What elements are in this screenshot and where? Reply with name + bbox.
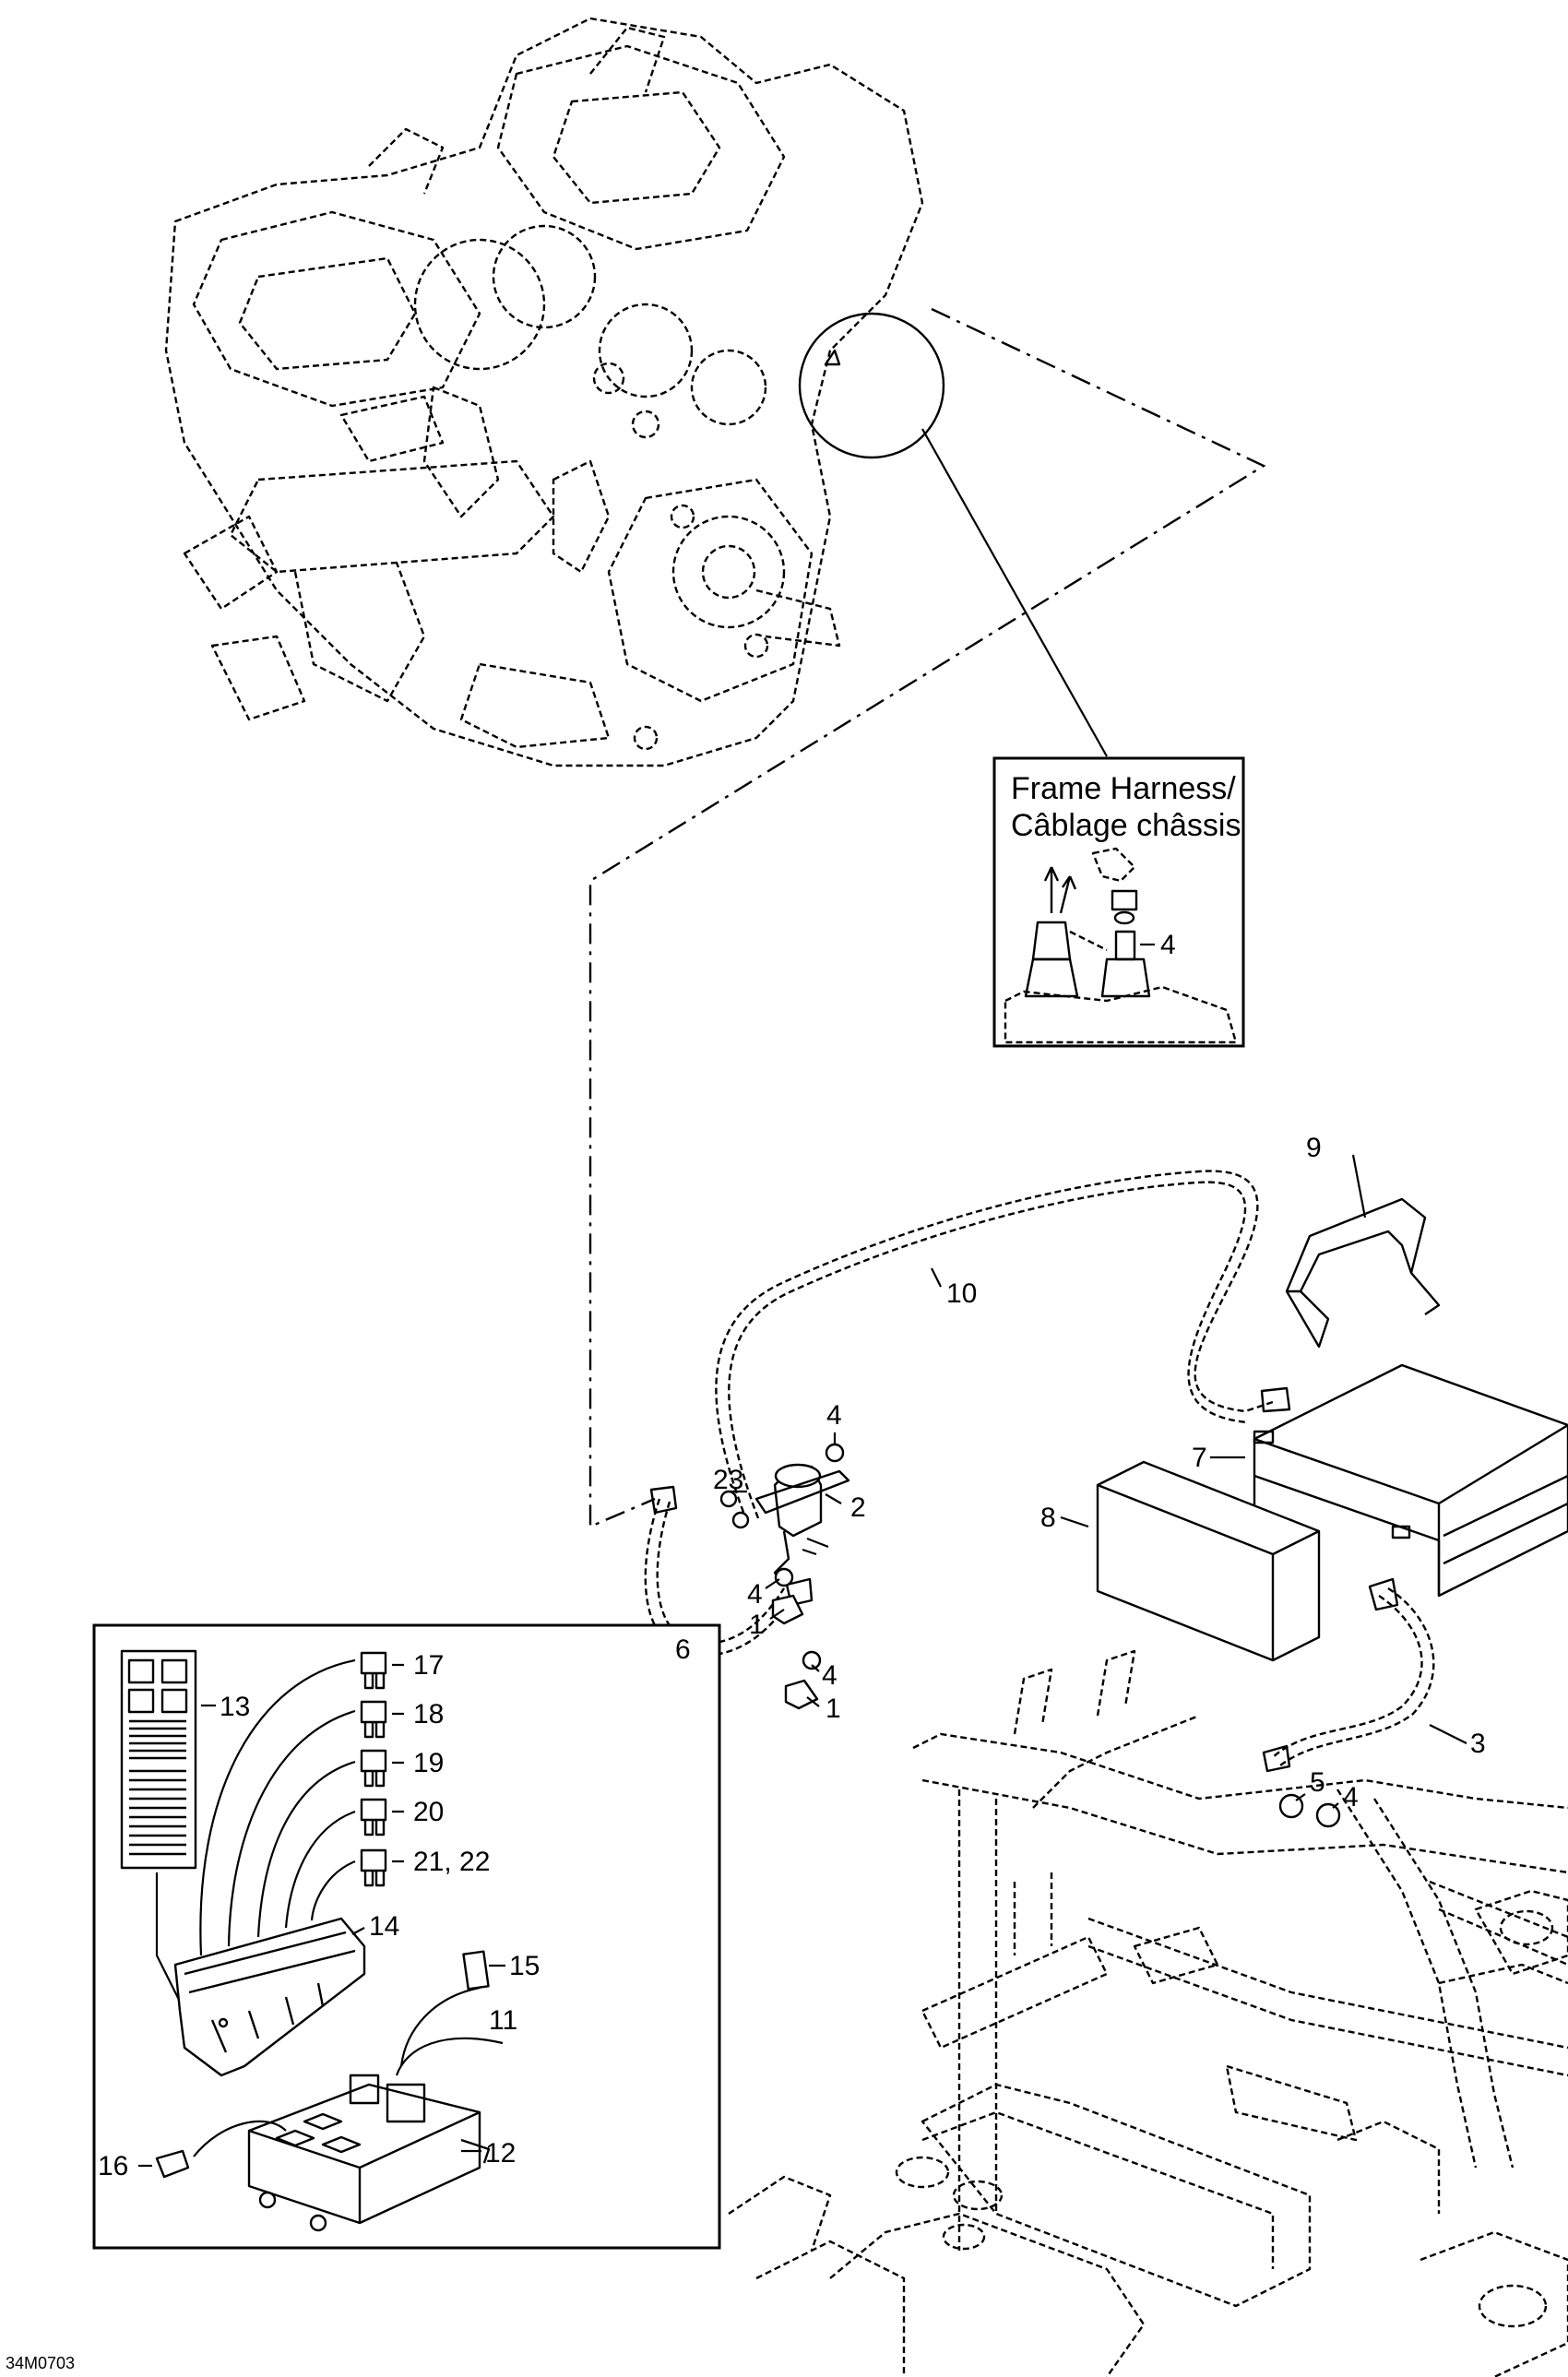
- inset-title-line2: Câblage châssis: [1011, 808, 1241, 843]
- callout-16: 16: [98, 2151, 128, 2181]
- battery-7: [1253, 1363, 1568, 1598]
- callout-9: 9: [1306, 1133, 1322, 1163]
- fuse-20: [360, 1798, 387, 1836]
- callout-4-inset: 4: [1160, 930, 1176, 960]
- fuse-19: [360, 1749, 387, 1788]
- callout-11: 11: [489, 2005, 517, 2036]
- callout-14: 14: [369, 1911, 399, 1942]
- vehicle-frame: [728, 1649, 1568, 2377]
- callout-labels: 9 10 7 8 4 23 2 4 1 6 4 1 3 5 4 13 17 18…: [98, 1133, 1486, 2181]
- reference-line-engine-to-harness: [588, 307, 1266, 1528]
- fuse-box-base-12: [247, 2083, 481, 2225]
- callout-18: 18: [413, 1699, 444, 1729]
- battery-pad-8: [1096, 1460, 1321, 1662]
- callout-1-upper: 1: [749, 1610, 765, 1640]
- callout-5: 5: [1310, 1767, 1325, 1798]
- callout-4-lower-right: 4: [1343, 1782, 1359, 1812]
- callout-4-lower-left: 4: [822, 1660, 837, 1691]
- callout-4-top: 4: [826, 1400, 842, 1431]
- terminal-cover-1-upper: [771, 1594, 804, 1625]
- engine-assembly: [164, 17, 945, 767]
- callout-3: 3: [1470, 1729, 1486, 1759]
- callout-17: 17: [413, 1650, 444, 1681]
- battery-area: [644, 1170, 1568, 1828]
- fuse-16: [155, 2149, 190, 2179]
- callout-8: 8: [1040, 1503, 1056, 1533]
- callout-10: 10: [946, 1278, 977, 1309]
- fuse-21-22: [360, 1848, 387, 1887]
- callout-23: 23: [713, 1465, 743, 1495]
- leader-detail-to-inset: [921, 428, 1108, 757]
- figure-reference: 34M0703: [6, 2354, 75, 2372]
- callout-15: 15: [509, 1951, 540, 1981]
- nut-4-lower: [1315, 1802, 1341, 1828]
- relay-15: [462, 1950, 490, 1991]
- cable-10: [715, 1170, 1274, 1523]
- battery-strap-9: [1285, 1197, 1427, 1293]
- fuse-box-inset: [92, 1623, 721, 2250]
- frame-harness-inset: Frame Harness/ Câblage châssis 4: [992, 756, 1245, 1048]
- inset-title-line1: Frame Harness/: [1011, 771, 1236, 806]
- callout-19: 19: [413, 1748, 444, 1778]
- cable-3: [1272, 1595, 1423, 1758]
- terminal-cover-1-lower: [784, 1679, 819, 1710]
- fuse-18: [360, 1700, 387, 1739]
- fuse-label-13: [120, 1649, 197, 1870]
- callout-21-22: 21, 22: [413, 1847, 490, 1877]
- callout-20: 20: [413, 1797, 444, 1827]
- fuse-box-cover-14: [173, 1917, 366, 2077]
- callout-7: 7: [1192, 1443, 1207, 1473]
- callout-12: 12: [485, 2138, 516, 2169]
- callout-6: 6: [675, 1634, 691, 1665]
- fuse-17: [360, 1651, 387, 1690]
- callout-2: 2: [850, 1492, 866, 1523]
- detail-circle: [798, 312, 945, 459]
- callout-13: 13: [220, 1692, 250, 1722]
- callout-4-mid: 4: [747, 1579, 763, 1610]
- callout-1-lower: 1: [826, 1694, 841, 1724]
